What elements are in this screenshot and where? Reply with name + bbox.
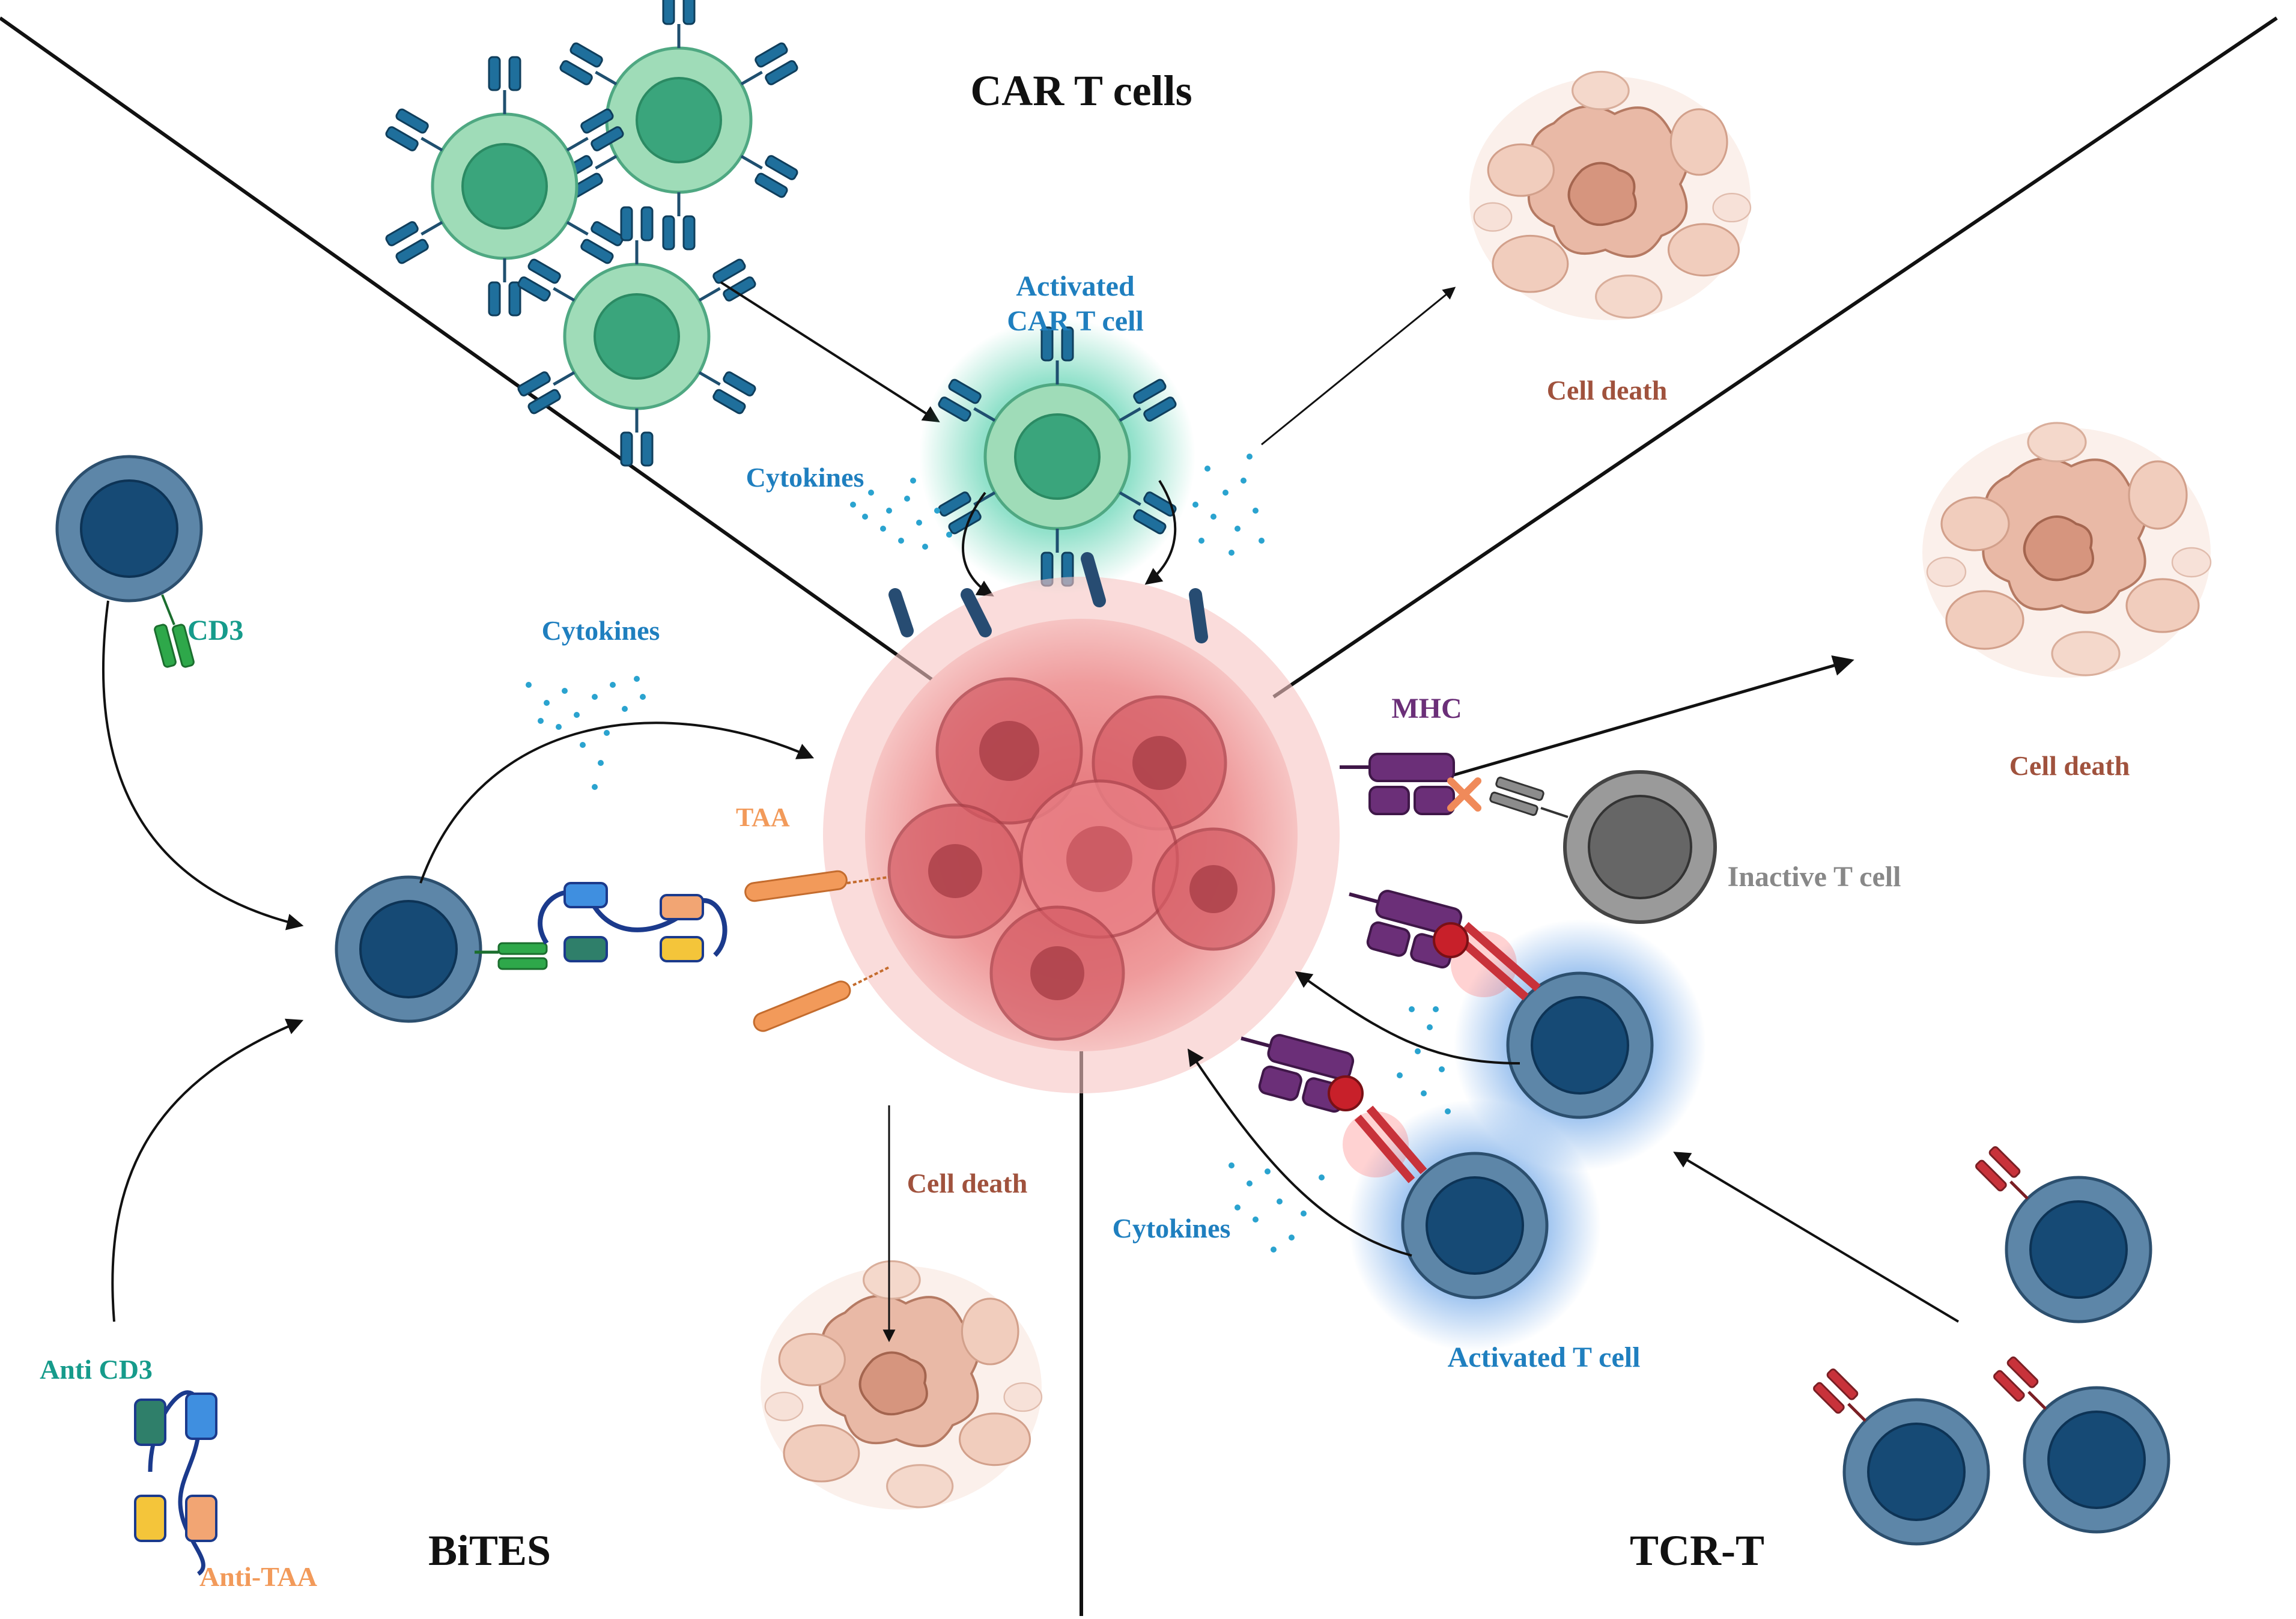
label-cell-death: Cell death bbox=[907, 1168, 1028, 1198]
arrow bbox=[1261, 287, 1456, 446]
label-taa: TAA bbox=[736, 803, 790, 832]
label-activated-car-t: Activated bbox=[1016, 270, 1135, 302]
arrow bbox=[102, 600, 304, 931]
label-cd3: CD3 bbox=[187, 615, 243, 646]
cd3-receptor-icon bbox=[475, 942, 548, 970]
cd3-receptor-icon bbox=[154, 594, 195, 668]
label-inactive-t-cell: Inactive T cell bbox=[1728, 861, 1901, 893]
bispecific-antibody-icon bbox=[134, 1390, 217, 1576]
bispecific-antibody-icon bbox=[540, 883, 724, 961]
arrow bbox=[1453, 655, 1854, 777]
dead-cell-cluster bbox=[1922, 423, 2211, 678]
dead-cell-cluster bbox=[1468, 70, 1752, 321]
car-t-cell-group bbox=[385, 0, 798, 466]
cytokine-dots-car bbox=[850, 454, 1265, 556]
section-title-tcr-t: TCR-T bbox=[1630, 1526, 1764, 1575]
cytokine-dots-tcr bbox=[1228, 1006, 1451, 1253]
label-cytokines: Cytokines bbox=[542, 615, 660, 646]
arrow bbox=[111, 1018, 304, 1322]
label-cell-death: Cell death bbox=[2009, 750, 2130, 781]
car-t-cell bbox=[517, 207, 756, 466]
antigen-peptide-icon bbox=[1328, 922, 1469, 1111]
divider-lines bbox=[0, 16, 2278, 1616]
cytokine-dots-bites bbox=[526, 676, 646, 790]
tcr-receptor-icon bbox=[1489, 776, 1569, 818]
block-x-icon bbox=[1447, 777, 1481, 812]
label-cell-death: Cell death bbox=[1547, 375, 1668, 406]
inactive-t-cell bbox=[1563, 770, 1717, 924]
arrow bbox=[962, 491, 994, 597]
label-mhc: MHC bbox=[1391, 693, 1462, 724]
tumor-mass bbox=[823, 577, 1340, 1093]
antigen-peptide-icon bbox=[744, 870, 890, 1032]
section-title-bites: BiTES bbox=[428, 1526, 551, 1575]
label-cytokines: Cytokines bbox=[1113, 1213, 1231, 1244]
arrow bbox=[1295, 971, 1520, 1065]
arrow bbox=[419, 721, 815, 884]
section-title-car-t: CAR T cells bbox=[970, 67, 1192, 115]
arrow bbox=[1673, 1152, 1960, 1323]
t-cell bbox=[57, 457, 201, 601]
t-cell bbox=[336, 877, 481, 1021]
label-anti-cd3: Anti CD3 bbox=[40, 1354, 153, 1385]
arrow bbox=[720, 281, 940, 423]
label-cytokines: Cytokines bbox=[746, 462, 864, 493]
label-activated-t-cell: Activated T cell bbox=[1448, 1341, 1641, 1373]
activated-car-t-cell bbox=[919, 318, 1195, 595]
label-activated-car-t: CAR T cell bbox=[1007, 305, 1144, 337]
arrow bbox=[1144, 479, 1177, 585]
arrow bbox=[1187, 1048, 1412, 1257]
label-anti-taa: Anti-TAA bbox=[199, 1561, 317, 1592]
dead-cell-cluster bbox=[759, 1260, 1043, 1511]
tcr-t-cell-group bbox=[1812, 1146, 2169, 1544]
car-receptor-icon bbox=[888, 552, 1208, 643]
